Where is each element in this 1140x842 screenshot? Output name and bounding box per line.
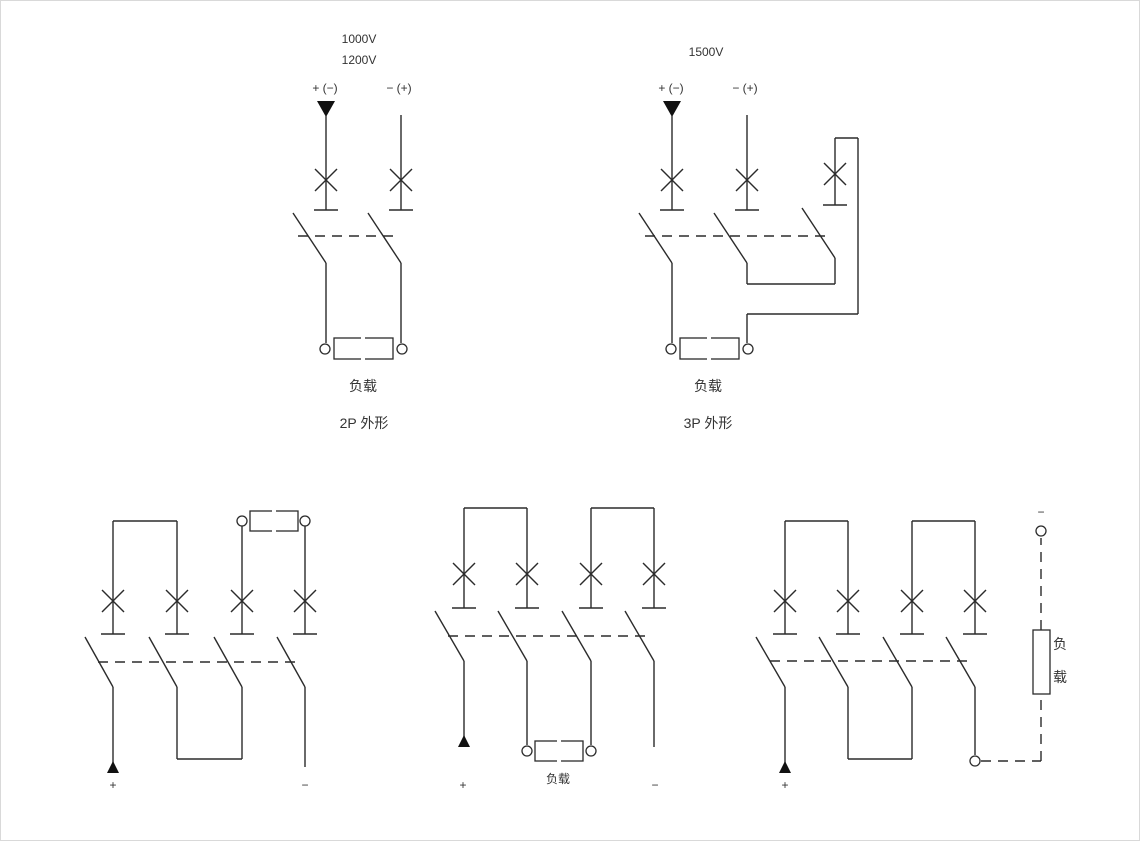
polarity-triangle-icon (458, 735, 470, 747)
external-load-circuit (981, 525, 1051, 762)
contact-marks (101, 589, 317, 635)
load-char-2: 载 (1053, 669, 1067, 685)
polarity-triangle-icon (779, 761, 791, 773)
minus-label: − (651, 778, 658, 792)
load-terminal-right (396, 343, 408, 355)
load-label: 负载 (349, 378, 377, 394)
load-terminal-right (742, 343, 754, 355)
pole-2 (713, 115, 835, 285)
pole-left (292, 115, 338, 343)
voltage-label-1000v: 1000V (342, 32, 377, 46)
load-terminal-right (299, 515, 311, 527)
load-terminal-bottom (969, 755, 981, 767)
caption-2p: 2P 外形 (340, 415, 389, 431)
contact-marks (452, 562, 666, 609)
contact-marks (773, 589, 987, 635)
polarity-triangle-icon (107, 761, 119, 773)
plus-label: + (109, 778, 116, 792)
load-terminal-top (1035, 525, 1047, 537)
pole-1 (638, 115, 684, 343)
pole-right (367, 115, 413, 343)
minus-label: − (1037, 505, 1044, 519)
diagram-4p-a: + − (84, 510, 317, 792)
load-terminal-right (585, 745, 597, 757)
terminal-label-right: − (+) (732, 81, 757, 95)
diagram-4p-b: 负载 + − (434, 507, 666, 792)
voltage-label-1200v: 1200V (342, 53, 377, 67)
diagram-4p-c: 负 载 − + (755, 505, 1067, 792)
load-terminal-left (665, 343, 677, 355)
diagram-2p: 1000V 1200V + (−) − (+) 负载 2P 外形 (292, 32, 413, 431)
plus-label: + (459, 778, 466, 792)
terminal-label-left: + (−) (312, 81, 337, 95)
terminal-label-left: + (−) (658, 81, 683, 95)
voltage-label-1500v: 1500V (689, 45, 724, 59)
diagram-3p: 1500V + (−) − (+) (638, 45, 859, 431)
minus-label: − (301, 778, 308, 792)
terminal-label-right: − (+) (386, 81, 411, 95)
load-char-1: 负 (1053, 636, 1067, 652)
load-label: 负载 (694, 378, 722, 394)
caption-3p: 3P 外形 (684, 415, 733, 431)
load-terminal-left (521, 745, 533, 757)
load-terminal-left (236, 515, 248, 527)
pole-3 (746, 137, 859, 343)
polarity-triangle-icon (317, 101, 335, 117)
polarity-triangle-icon (663, 101, 681, 117)
switch-blades (755, 636, 976, 688)
plus-label: + (781, 778, 788, 792)
load-box-vertical (1032, 629, 1051, 695)
load-label: 负载 (546, 772, 570, 786)
load-terminal-left (319, 343, 331, 355)
